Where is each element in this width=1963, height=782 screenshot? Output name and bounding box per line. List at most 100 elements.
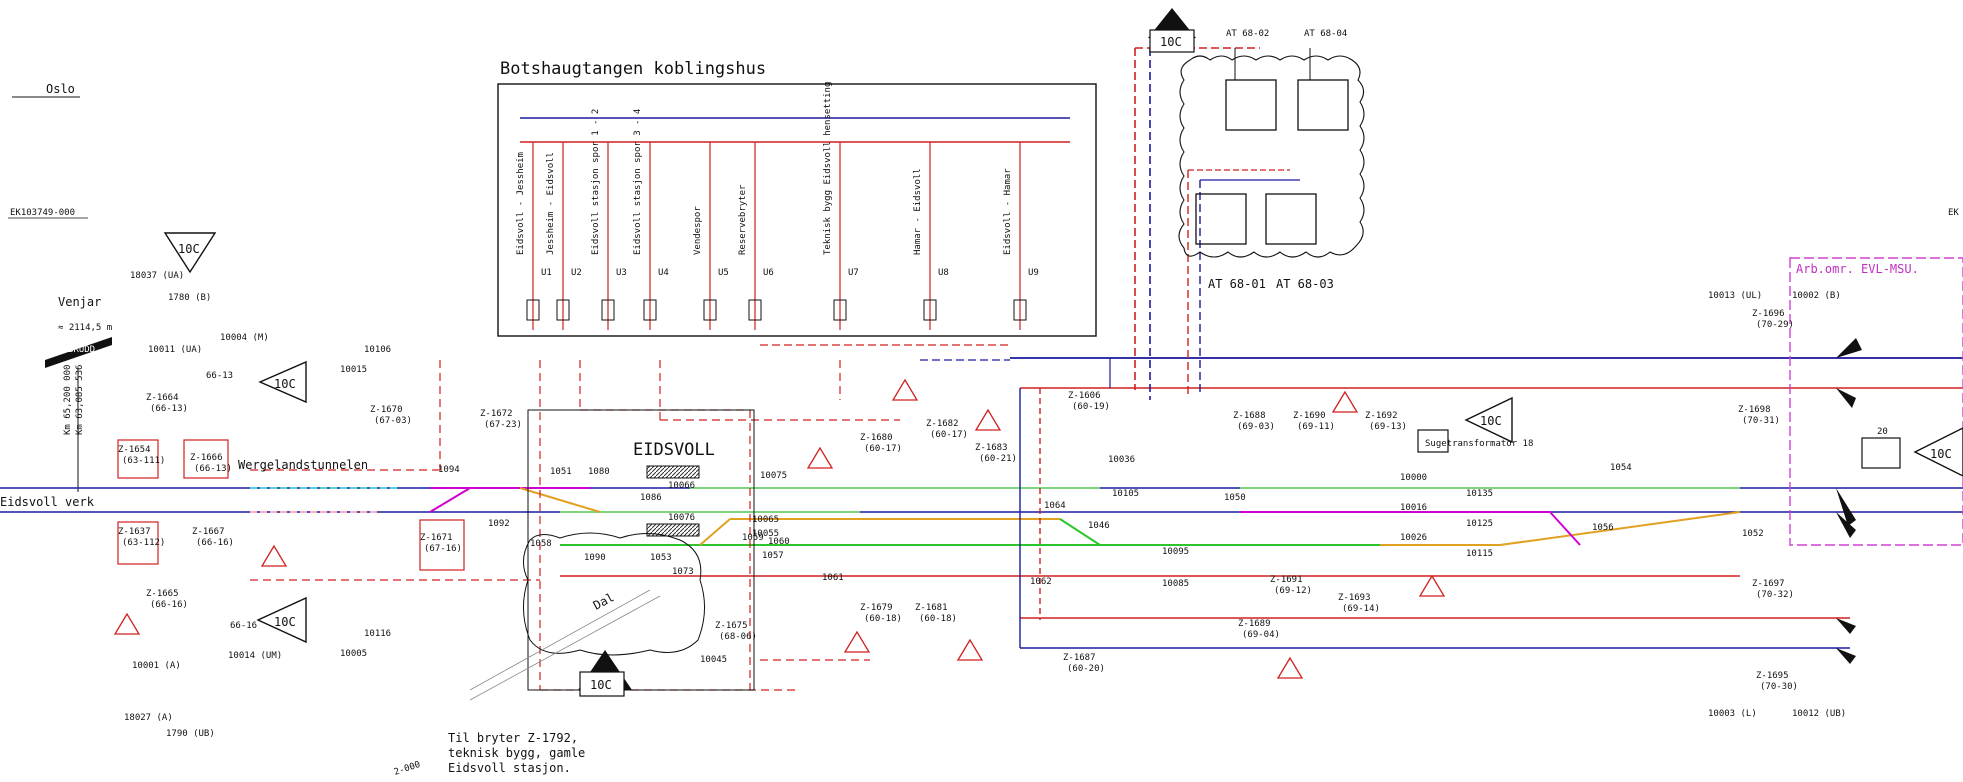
warning-icon xyxy=(806,446,834,469)
feeder-station-10c-left-top: 10C xyxy=(163,232,217,274)
switch-ref: (67-03) xyxy=(374,416,412,426)
at-68-03-label: AT 68-03 xyxy=(1276,277,1334,291)
switch-id: Z-1692 xyxy=(1365,411,1398,421)
switch-id: Z-1698 xyxy=(1738,405,1771,415)
feeder-name: Eidsvoll stasjon spor 1 - 2 xyxy=(591,109,601,255)
switch-id: Z-1654 xyxy=(118,445,151,455)
sugetransformator-box xyxy=(1417,429,1449,453)
label-w1092: 1092 xyxy=(488,519,510,529)
label-b10085: 10085 xyxy=(1162,579,1189,589)
switch-id: Z-1671 xyxy=(420,533,453,543)
feeder-station-10c-left-mid: 10C xyxy=(258,360,307,404)
switch-ref: (67-16) xyxy=(424,544,462,554)
feeder-station-label: 10C xyxy=(274,377,296,391)
label-w1094: 1094 xyxy=(438,465,460,475)
switch-id: Z-1606 xyxy=(1068,391,1101,401)
label-b10013: 10013 (UL) xyxy=(1708,291,1762,301)
label-w1051: 1051 xyxy=(550,467,572,477)
feeder-station-10c-right: 10C 20 xyxy=(1861,427,1963,477)
bottom-km-label: 2-000 xyxy=(393,760,422,778)
note-line-2: teknisk bygg, gamle xyxy=(448,746,585,760)
switch-id: Z-1667 xyxy=(192,527,225,537)
note-line-3: Eidsvoll stasjon. xyxy=(448,761,571,775)
label-b10135: 10135 xyxy=(1466,489,1493,499)
label-b10026: 10026 xyxy=(1400,533,1427,543)
section-markers xyxy=(1836,338,1862,664)
switch-id: Z-1681 xyxy=(915,603,948,613)
switch-box-z1671 xyxy=(419,519,465,571)
feeder-column: Eidsvoll stasjon spor 1 - 2U3 xyxy=(591,109,627,330)
switch-ref: (60-18) xyxy=(864,614,902,624)
feeder-station-10c-left-bot: 10C xyxy=(256,596,307,644)
warning-icon xyxy=(974,408,1002,431)
switch-id: Z-1666 xyxy=(190,453,223,463)
feeder-name: Jessheim - Eidsvoll xyxy=(546,152,556,255)
km-marker-2: Km 63,085 536 xyxy=(75,365,85,435)
brudd-label: BRUDD xyxy=(68,345,95,355)
switch-ref: (69-11) xyxy=(1297,422,1335,432)
switch-ref: (60-17) xyxy=(864,444,902,454)
eidsvoll-label: EIDSVOLL xyxy=(633,440,715,460)
label-w1052: 1052 xyxy=(1742,529,1764,539)
warning-icon xyxy=(891,378,919,401)
oslo-label: Oslo xyxy=(46,82,75,96)
switch-ref: (70-31) xyxy=(1742,416,1780,426)
switch-id: Z-1679 xyxy=(860,603,893,613)
switch-ref: (60-19) xyxy=(1072,402,1110,412)
feeder-breaker xyxy=(526,299,540,321)
label-b10012: 10012 (UB) xyxy=(1792,709,1846,719)
switch-id: Z-1683 xyxy=(975,443,1008,453)
label-b18027: 18027 (A) xyxy=(124,713,173,723)
switch-id: Z-1670 xyxy=(370,405,403,415)
work-area-label: Arb.omr. EVL-MSU. xyxy=(1796,262,1919,276)
switch-id: Z-1696 xyxy=(1752,309,1785,319)
autotransformer-area: AT 68-02 AT 68-04 AT 68-01 AT 68-03 xyxy=(1178,29,1365,291)
switch-ref: (66-16) xyxy=(150,600,188,610)
label-w1046: 1046 xyxy=(1088,521,1110,531)
label-b10095: 10095 xyxy=(1162,547,1189,557)
label-b10106: 10106 xyxy=(364,345,391,355)
feeder-20-label: 20 xyxy=(1877,427,1888,437)
warning-icon xyxy=(260,544,288,567)
switch-ref: (69-12) xyxy=(1274,586,1312,596)
feeder-code: U7 xyxy=(848,268,859,278)
warning-icon xyxy=(1418,574,1446,597)
switch-ref: (63-112) xyxy=(122,538,165,548)
switch-id: Z-1675 xyxy=(715,621,748,631)
feeder-code: U9 xyxy=(1028,268,1039,278)
warning-icon xyxy=(113,612,141,635)
label-b10000: 10000 xyxy=(1400,473,1427,483)
koblingshus: Botshaugtangen koblingshus Eidsvoll - Je… xyxy=(497,59,1097,337)
label-b10055: 10055 xyxy=(752,529,779,539)
km-marker-1: Km 65,200 000 xyxy=(63,365,73,435)
switch-ref: (67-23) xyxy=(484,420,522,430)
label-w1058: 1058 xyxy=(530,539,552,549)
work-area-boundary xyxy=(1789,257,1963,546)
switch-id: Z-1637 xyxy=(118,527,151,537)
label-b10014: 10014 (UM) xyxy=(228,651,282,661)
label-b10075: 10075 xyxy=(760,471,787,481)
label-w1090: 1090 xyxy=(584,553,606,563)
label-w1080: 1080 xyxy=(588,467,610,477)
switch-ref: (69-04) xyxy=(1242,630,1280,640)
feeder-code: U6 xyxy=(763,268,774,278)
warning-icon xyxy=(843,630,871,653)
feeder-station-label: 10C xyxy=(590,678,612,692)
at-68-01-label: AT 68-01 xyxy=(1208,277,1266,291)
feeder-station-label: 10C xyxy=(1160,35,1182,49)
feeder-breaker xyxy=(556,299,570,321)
feeder-column: Eidsvoll stasjon spor 3 - 4U4 xyxy=(633,109,669,330)
feeder-name: Reservebryter xyxy=(738,184,748,255)
label-b10005: 10005 xyxy=(340,649,367,659)
feeder-name: Teknisk bygg Eidsvoll hensetting xyxy=(823,82,833,255)
section-marker xyxy=(1836,618,1856,634)
label-b10001: 10001 (A) xyxy=(132,661,181,671)
switch-id: Z-1689 xyxy=(1238,619,1271,629)
switch-id: Z-1672 xyxy=(480,409,513,419)
feeder-name: Hamar - Eidsvoll xyxy=(913,168,923,255)
section-marker xyxy=(1836,512,1856,538)
